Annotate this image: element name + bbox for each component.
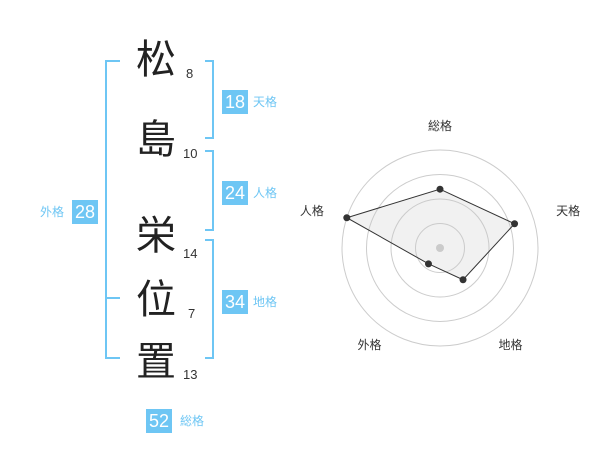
radar-axis-label-5: 人格 xyxy=(300,203,324,218)
radar-ring-3 xyxy=(366,174,514,322)
gaikaku-label: 外格 xyxy=(40,205,65,219)
name-char-5: 置 xyxy=(136,339,176,385)
radar-axis-label-4: 外格 xyxy=(357,337,381,352)
radar-point-5 xyxy=(343,214,351,222)
radar-ring-4 xyxy=(341,149,539,347)
radar-shape xyxy=(343,185,519,284)
radar-ring-2 xyxy=(390,198,490,298)
radar-polygon xyxy=(345,188,516,281)
stroke-count-5: 13 xyxy=(183,367,198,382)
name-char-2: 島 xyxy=(136,117,176,163)
radar-axis-label-2: 天格 xyxy=(556,203,580,218)
stroke-count-3: 14 xyxy=(183,246,198,261)
radar-rings xyxy=(341,149,539,347)
stroke-count-1: 8 xyxy=(186,66,194,81)
chikaku-label: 地格 xyxy=(253,295,278,309)
stroke-count-2: 10 xyxy=(183,146,198,161)
jinkaku-label: 人格 xyxy=(253,186,278,200)
name-char-1: 松 xyxy=(136,37,176,83)
radar-point-4 xyxy=(424,260,432,268)
radar-point-3 xyxy=(459,276,467,284)
gaikaku-badge: 28 xyxy=(72,200,99,224)
tenkaku-label: 天格 xyxy=(253,95,278,109)
radar-ring-1 xyxy=(415,223,465,273)
name-char-4: 位 xyxy=(136,277,176,323)
tenkaku-badge: 18 xyxy=(222,90,249,114)
soukaku-label: 総格 xyxy=(180,414,205,428)
radar-axis-label-3: 地格 xyxy=(499,337,523,352)
jinkaku-badge: 24 xyxy=(222,181,249,205)
radar-point-1 xyxy=(436,185,444,193)
chikaku-badge: 34 xyxy=(222,290,249,314)
soukaku-badge: 52 xyxy=(146,409,173,433)
radar-point-2 xyxy=(511,220,519,228)
stroke-count-4: 7 xyxy=(188,306,196,321)
radar-center xyxy=(436,244,444,252)
name-char-3: 栄 xyxy=(136,213,176,259)
radar-axis-label-1: 総格 xyxy=(428,118,452,133)
